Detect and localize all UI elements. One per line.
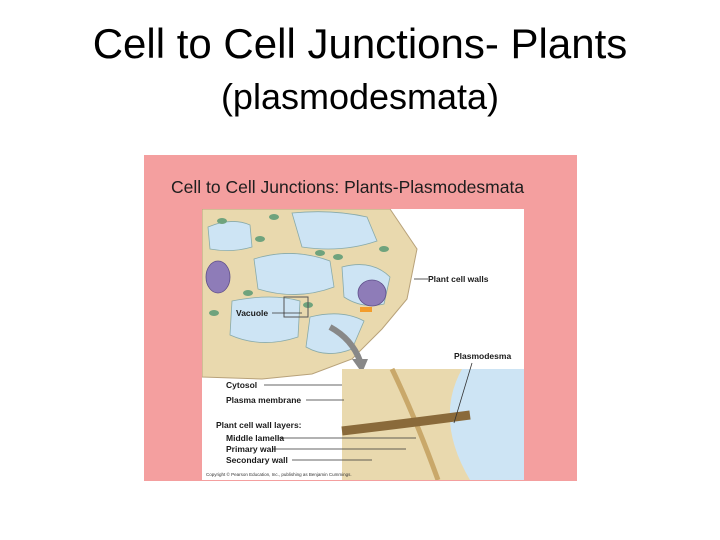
label-primary-wall: Primary wall: [226, 444, 277, 454]
nucleus-left: [205, 260, 231, 294]
chloroplast: [333, 254, 343, 260]
vacuole-top-right: [291, 211, 378, 250]
slide-subtitle: (plasmodesmata): [220, 76, 500, 117]
plasmodesma-channel: [341, 410, 471, 436]
label-secondary-wall: Secondary wall: [226, 455, 288, 465]
nucleus-right: [357, 279, 387, 307]
chloroplast: [209, 310, 219, 316]
chloroplast: [243, 290, 253, 296]
chloroplast: [379, 246, 389, 252]
zoom-box: [283, 296, 309, 318]
figure-heading: Cell to Cell Junctions: Plants-Plasmodes…: [171, 177, 525, 197]
label-wall-layers: Plant cell wall layers:: [216, 420, 302, 430]
vacuole-top-left: [207, 221, 253, 251]
leader-plasmodesma: [453, 362, 473, 424]
zoom-arrow-head: [352, 359, 368, 373]
label-middle-lamella: Middle lamella: [226, 433, 285, 443]
copyright-notice: Copyright © Pearson Education, Inc., pub…: [206, 472, 352, 477]
slide-title: Cell to Cell Junctions- Plants: [92, 20, 628, 67]
zoom-arrow: [328, 324, 363, 363]
label-cytosol: Cytosol: [226, 380, 258, 390]
chloroplast: [217, 218, 227, 224]
chloroplast: [315, 250, 325, 256]
label-plant-cell-walls: Plant cell walls: [428, 274, 489, 284]
chloroplast: [269, 214, 279, 220]
plasmodesmata-illustration: Plant cell walls Vacuole Plasmodesma Cyt…: [202, 209, 524, 480]
cell-diagram: [202, 209, 524, 480]
plasmodesma-marker: [360, 307, 372, 312]
vacuole-bottom: [229, 296, 301, 343]
vacuole-center: [253, 253, 335, 295]
label-vacuole: Vacuole: [236, 308, 269, 318]
chloroplast: [255, 236, 265, 242]
label-plasma-membrane: Plasma membrane: [226, 395, 302, 405]
label-plasmodesma: Plasmodesma: [454, 351, 512, 361]
